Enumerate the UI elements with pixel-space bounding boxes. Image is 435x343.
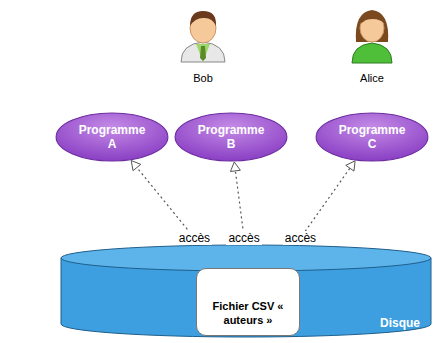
node-text: Fichier CSV « auteurs » [209,299,287,327]
file-box: Fichier CSV « auteurs » [196,268,300,336]
person-name: Alice [360,72,384,84]
edge-label: accès [177,231,212,245]
ellipse-outline [316,113,428,161]
arrow-head [230,162,240,172]
program-ellipse: Programme C [315,112,429,162]
alice-icon [352,10,392,63]
ellipse-outline [56,113,168,161]
program-ellipse: Programme A [55,112,169,162]
edge-label: accès [283,231,318,245]
edge-label: accès [226,231,261,245]
bob-icon [181,11,225,62]
program-ellipse: Programme B [174,112,288,162]
arrow-head [346,161,355,171]
node-text: Programme B [192,123,270,151]
node-text: Programme C [333,123,411,151]
person-name: Bob [193,72,213,84]
node-text: Programme A [73,123,151,151]
cylinder-body [61,258,431,337]
disk-cylinder: Disque Fichier CSV « auteurs » [60,244,432,338]
disk-label: Disque [380,316,420,330]
arrow-head [131,161,141,171]
ellipse-outline [175,113,287,161]
